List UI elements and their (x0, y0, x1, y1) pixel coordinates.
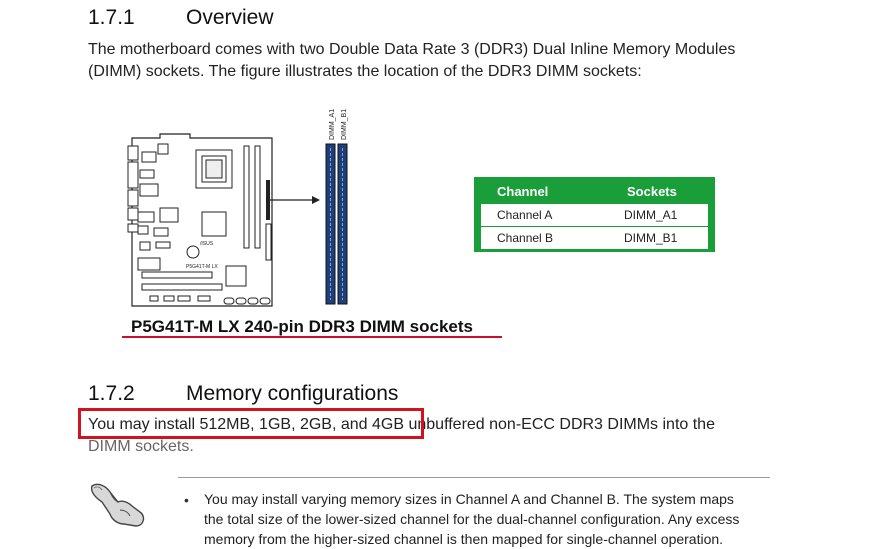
memory-paragraph-line-1: You may install 512MB, 1GB, 2GB, and 4GB… (88, 416, 715, 433)
table-cell-channel: Channel A (497, 208, 553, 222)
table-row: Channel B DIMM_B1 (481, 227, 708, 249)
overview-paragraph-line-1: The motherboard comes with two Double Da… (88, 41, 736, 58)
section-title-memory-configurations: Memory configurations (186, 382, 399, 405)
dimm-b1-slot (337, 143, 348, 305)
note-line-1: You may install varying memory sizes in … (204, 491, 734, 507)
hand-note-icon (88, 480, 148, 535)
figure-caption: P5G41T-M LX 240-pin DDR3 DIMM sockets (131, 317, 473, 336)
section-number-1-7-2: 1.7.2 (88, 382, 135, 405)
table-row: Channel A DIMM_A1 (481, 204, 708, 226)
table-header-channel: Channel (497, 184, 549, 199)
table-cell-socket: DIMM_B1 (624, 231, 678, 245)
section-title-overview: Overview (186, 6, 274, 29)
channel-socket-table: Channel Sockets Channel A DIMM_A1 Channe… (474, 177, 715, 252)
overview-paragraph-line-2: (DIMM) sockets. The figure illustrates t… (88, 63, 642, 80)
table-header-sockets: Sockets (627, 184, 677, 199)
dimm-b1-label: DIMM_B1 (341, 109, 348, 140)
memory-paragraph-line-2: DIMM sockets. (88, 438, 194, 455)
note-bullet: • (184, 492, 189, 508)
dimm-a1-label: DIMM_A1 (329, 109, 336, 140)
board-model-label: P5G41T-M LX (186, 264, 218, 270)
note-text: You may install varying memory sizes in … (204, 489, 774, 549)
dimm-a1-slot (325, 143, 336, 305)
caption-underline (122, 336, 502, 338)
table-cell-channel: Channel B (497, 231, 554, 245)
motherboard-diagram: /ISUS P5G41T-M LX DIMM_A (120, 100, 360, 320)
table-cell-socket: DIMM_A1 (624, 208, 678, 222)
svg-text:/ISUS: /ISUS (200, 241, 214, 247)
section-number-1-7-1: 1.7.1 (88, 6, 135, 29)
note-line-2: the total size of the lower-sized channe… (204, 511, 740, 527)
highlight-box (78, 408, 424, 439)
note-line-3: memory from the higher-sized channel is … (204, 531, 724, 547)
note-divider (178, 477, 770, 478)
